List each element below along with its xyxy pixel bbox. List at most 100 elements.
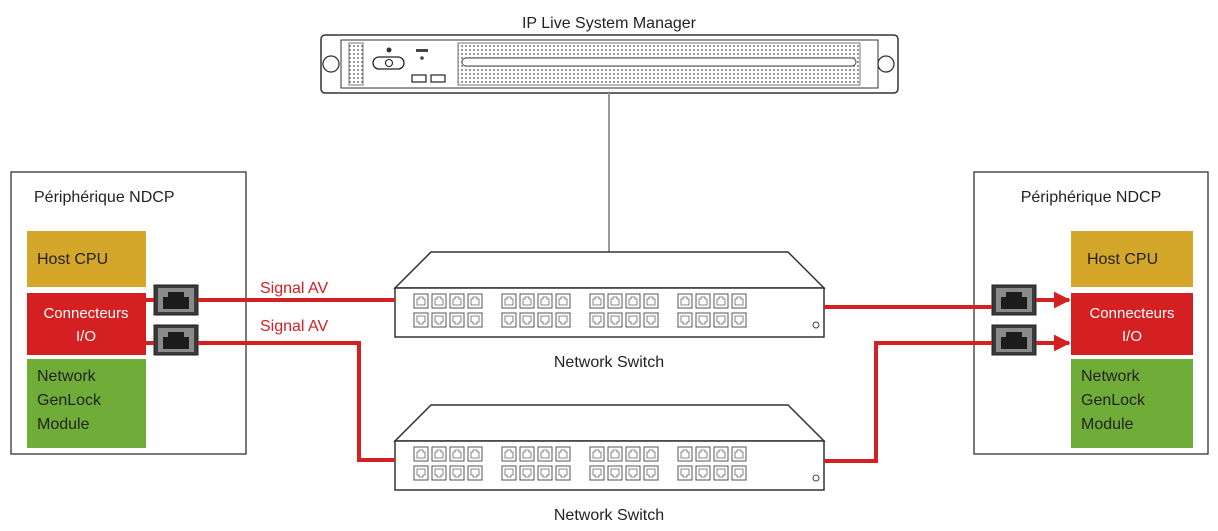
switch-port-icon [555,465,571,481]
switch-port-icon [449,312,465,328]
right-port-1-icon [991,284,1037,316]
switch-port-icon [695,465,711,481]
server-ear-left [322,55,340,73]
right-host-cpu-block [1071,231,1193,287]
switch-port-icon [501,293,517,309]
switch-port-icon [607,446,623,462]
switch-port-icon [695,312,711,328]
left-genlock-label-2: GenLock [37,392,102,409]
switch-port-icon [431,465,447,481]
switch-port-icon [625,312,641,328]
switch-port-icon [467,446,483,462]
switch-1-label: Network Switch [554,354,664,371]
switch-port-icon [731,446,747,462]
switch-port-icon [431,293,447,309]
switch-port-icon [713,312,729,328]
server-usb-ports [411,74,446,83]
switch-port-icon [555,312,571,328]
switch-port-icon [467,465,483,481]
switch-port-icon [501,312,517,328]
switch-port-icon [677,312,693,328]
left-io-label-2: I/O [76,328,96,345]
switch-port-icon [413,293,429,309]
switch-port-icon [713,293,729,309]
switch-port-icon [607,312,623,328]
switch-port-icon [589,446,605,462]
switch-port-icon [589,312,605,328]
left-genlock-block [27,359,146,448]
switch-port-icon [607,465,623,481]
switch-port-icon [519,293,535,309]
switch-port-icon [519,465,535,481]
switch-port-icon [731,312,747,328]
right-genlock-label-1: Network [1081,368,1141,385]
switch-port-icon [607,293,623,309]
switch-port-icon [413,312,429,328]
signal-line-2-in [198,341,395,462]
switch-port-icon [537,312,553,328]
switch-port-icon [625,446,641,462]
switch-port-icon [677,465,693,481]
switch-port-icon [519,312,535,328]
switch-port-icon [431,312,447,328]
left-host-cpu-block [27,231,146,287]
server-power-button [372,47,405,70]
switch-port-icon [731,293,747,309]
right-genlock-label-3: Module [1081,416,1134,433]
right-port-2-icon [991,324,1037,356]
left-port-1-icon [153,284,199,316]
signal-line-2-out [824,341,992,463]
right-io-block [1071,293,1193,355]
ndcp-device-right: Périphérique NDCP Host CPU Connecteurs I… [973,171,1209,455]
switch-port-icon [677,446,693,462]
left-genlock-label-3: Module [37,416,90,433]
switch-port-icon [589,465,605,481]
switch-1-led [812,321,820,329]
switch-port-icon [695,446,711,462]
switch-port-icon [643,293,659,309]
switch-2-led [812,474,820,482]
server-unit [320,34,899,94]
switch-port-icon [519,446,535,462]
switch-port-icon [449,293,465,309]
switch-port-icon [625,465,641,481]
left-host-cpu-label: Host CPU [37,251,108,268]
switch-port-icon [537,293,553,309]
network-switch-2 [393,404,826,491]
switch-port-icon [643,312,659,328]
switch-port-icon [449,465,465,481]
left-device-title: Périphérique NDCP [34,189,175,206]
switch-port-icon [555,293,571,309]
signal-label-2: Signal AV [260,318,329,335]
switch-port-icon [555,446,571,462]
switch-port-icon [625,293,641,309]
switch-port-icon [467,312,483,328]
left-io-label-1: Connecteurs [43,305,128,322]
switch-port-icon [537,465,553,481]
right-device-title: Périphérique NDCP [1021,189,1162,206]
left-io-block [27,293,146,355]
left-genlock-label-1: Network [37,368,97,385]
server-title: IP Live System Manager [522,15,697,32]
switch-port-icon [467,293,483,309]
switch-port-icon [431,446,447,462]
switch-port-icon [677,293,693,309]
switch-port-icon [643,446,659,462]
switch-port-icon [589,293,605,309]
signal-lines [146,291,1071,463]
switch-port-icon [449,446,465,462]
switch-port-icon [731,465,747,481]
switch-port-icon [695,293,711,309]
left-port-2-icon [153,324,199,356]
switch-port-icon [713,465,729,481]
right-genlock-block [1071,359,1193,448]
network-switch-1 [393,251,826,338]
switch-port-icon [713,446,729,462]
right-genlock-label-2: GenLock [1081,392,1146,409]
right-io-label-1: Connecteurs [1089,305,1174,322]
switch-port-icon [501,446,517,462]
ndcp-device-left: Périphérique NDCP Host CPU Connecteurs I… [10,171,247,455]
signal-label-1: Signal AV [260,280,329,297]
